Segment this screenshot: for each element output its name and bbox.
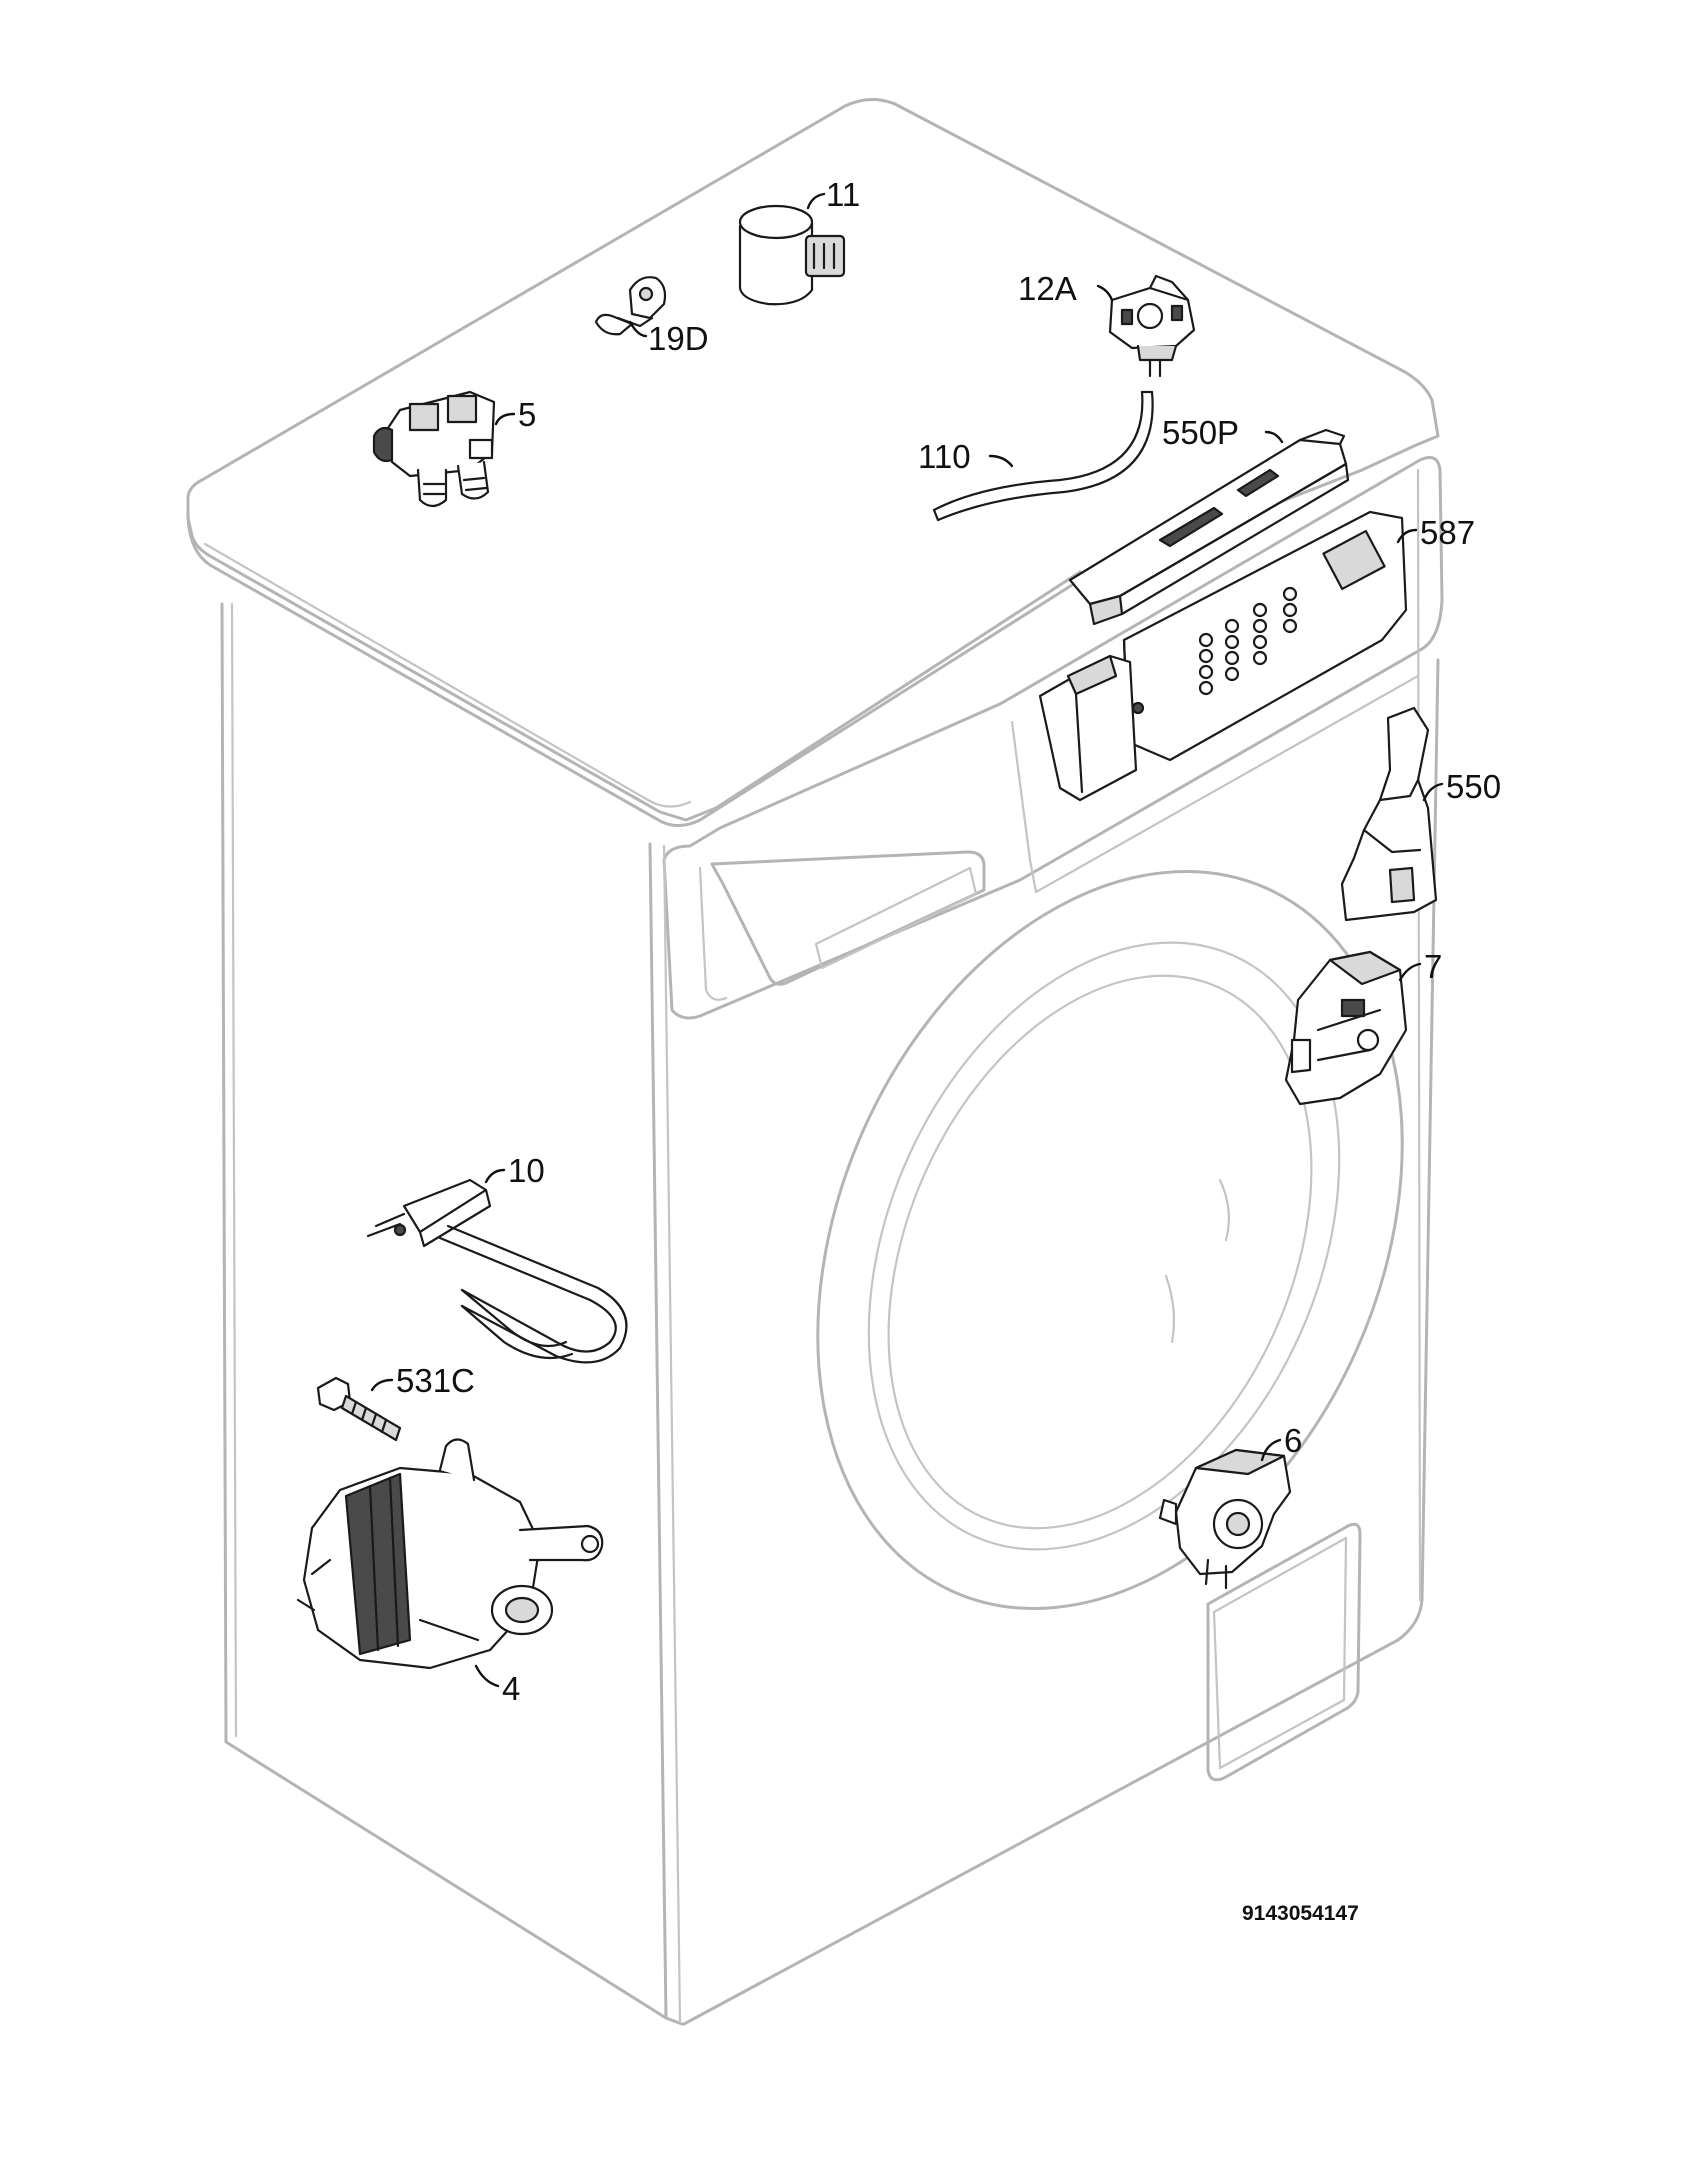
leader-12A bbox=[1096, 284, 1114, 302]
leader-7 bbox=[1398, 962, 1422, 982]
housing-front-panel bbox=[682, 658, 1440, 2026]
callout-12A: 12A bbox=[1018, 270, 1077, 307]
washing-machine-housing bbox=[186, 98, 1444, 2026]
callout-6: 6 bbox=[1284, 1422, 1302, 1459]
leader-11 bbox=[806, 192, 826, 210]
door-inner-ring bbox=[867, 941, 1341, 1551]
part-19D-clip bbox=[594, 276, 667, 336]
part-531C-screw bbox=[316, 1376, 402, 1442]
part-550-door-handle bbox=[1340, 706, 1438, 922]
part-12A-pressure-switch bbox=[1108, 274, 1196, 378]
part-4-motor bbox=[296, 1438, 604, 1670]
part-110-hose bbox=[932, 390, 1154, 522]
callout-labels: 11 12A 19D 5 110 550P 587 550 7 10 531C … bbox=[396, 176, 1501, 1707]
callout-11: 11 bbox=[826, 176, 860, 213]
callout-19D: 19D bbox=[648, 320, 709, 357]
module-button-rows bbox=[1198, 586, 1298, 696]
housing-left-side bbox=[220, 602, 668, 2020]
callout-4: 4 bbox=[502, 1670, 520, 1707]
callout-550: 550 bbox=[1446, 768, 1501, 805]
leader-6 bbox=[1260, 1438, 1282, 1462]
callout-110: 110 bbox=[918, 438, 971, 475]
leader-10 bbox=[484, 1168, 506, 1184]
leader-550P bbox=[1264, 430, 1284, 444]
callout-7: 7 bbox=[1424, 948, 1442, 985]
callout-550P: 550P bbox=[1162, 414, 1239, 451]
console-rim bbox=[662, 456, 1444, 1020]
document-number: 9143054147 bbox=[1242, 1902, 1359, 1925]
leader-lines bbox=[370, 192, 1444, 1688]
leader-4 bbox=[474, 1664, 500, 1688]
callout-10: 10 bbox=[508, 1152, 545, 1189]
housing-top-edge bbox=[186, 516, 1082, 822]
leader-19D bbox=[628, 320, 648, 338]
part-11-capacitor bbox=[738, 204, 846, 306]
leader-587 bbox=[1396, 528, 1418, 544]
leader-550 bbox=[1422, 782, 1444, 802]
leader-531C bbox=[370, 1378, 394, 1392]
detergent-drawer bbox=[710, 850, 986, 986]
callout-531C: 531C bbox=[396, 1362, 475, 1399]
part-10-heating-element bbox=[366, 1178, 628, 1364]
housing-top-panel bbox=[186, 98, 1440, 827]
part-587-electronic-module bbox=[1038, 510, 1408, 802]
part-5-inlet-valve bbox=[372, 390, 496, 508]
part-550P-panel-cover bbox=[1068, 428, 1350, 626]
part-7-door-lock bbox=[1284, 950, 1408, 1106]
part-6-drain-pump bbox=[1158, 1448, 1292, 1590]
callout-5: 5 bbox=[518, 396, 536, 433]
door-outer-ring bbox=[816, 870, 1404, 1610]
callout-587: 587 bbox=[1420, 514, 1475, 551]
service-hatch bbox=[1206, 1522, 1362, 1782]
leader-110 bbox=[988, 454, 1014, 468]
leader-5 bbox=[494, 412, 516, 426]
